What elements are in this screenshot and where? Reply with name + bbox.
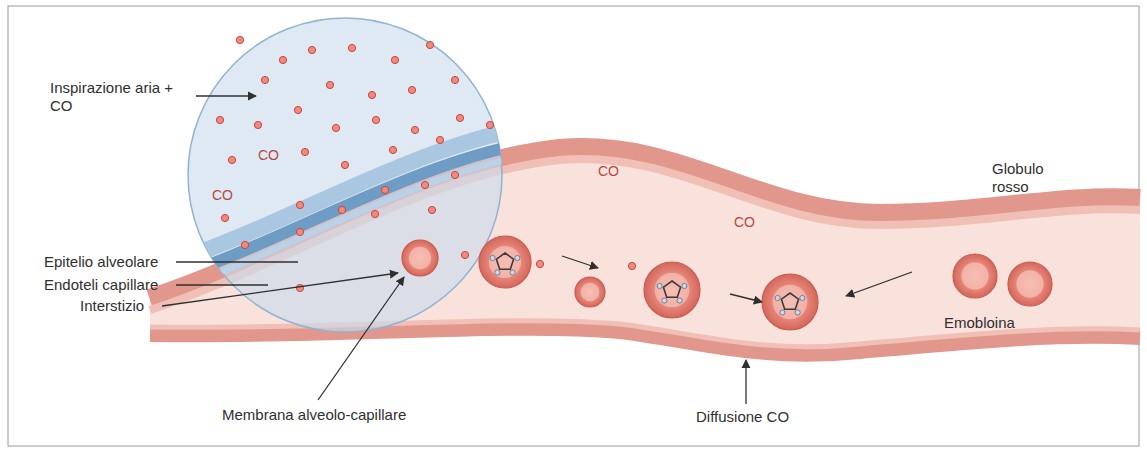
co-molecule (294, 106, 301, 113)
frame (8, 6, 1139, 446)
endothelium-label: Endoteli capillare (44, 276, 158, 294)
co-molecule (628, 262, 635, 269)
cell-center (409, 247, 431, 269)
co-molecule (326, 81, 333, 88)
cell-center (489, 246, 521, 278)
co-molecule (308, 46, 315, 53)
co-molecule (261, 76, 268, 83)
co-molecule (279, 56, 286, 63)
leader-arrow (318, 277, 404, 400)
heme-atom (780, 310, 785, 315)
diffusion-arrow (846, 272, 912, 296)
co-molecule (536, 260, 543, 267)
epithelium-label: Epitelio alveolare (44, 253, 158, 271)
membrane-label: Membrana alveolo-capillare (222, 406, 406, 424)
co-molecule (486, 121, 493, 128)
diffusion-label: Diffusione CO (696, 408, 789, 426)
co-molecule (368, 91, 375, 98)
inhalation-label: Inspirazione aria + CO (50, 79, 190, 115)
cell-center (961, 262, 988, 289)
co-molecule (236, 36, 243, 43)
heme-atom (800, 295, 805, 300)
co-molecule (456, 114, 463, 121)
co-molecule (426, 41, 433, 48)
co-molecule (332, 124, 339, 131)
co-label: CO (212, 186, 233, 204)
cell-center (1016, 270, 1043, 297)
red-blood-cell (575, 277, 605, 307)
cell-center (773, 285, 808, 320)
leader-arrow (745, 360, 746, 404)
diffusion-arrow (562, 256, 598, 268)
co-molecule (428, 206, 435, 213)
interstitium (150, 150, 560, 298)
co-molecule (341, 161, 348, 168)
leader-line (176, 284, 268, 285)
co-molecule (451, 76, 458, 83)
heme-ring (781, 293, 798, 309)
co-molecule (216, 116, 223, 123)
diffusion-arrow (730, 294, 762, 302)
cell-center (655, 273, 690, 308)
co-molecules (216, 36, 635, 291)
co-molecule (348, 44, 355, 51)
leader-lines (162, 96, 912, 404)
co-label: CO (258, 146, 279, 164)
red-blood-cell (1008, 262, 1052, 306)
leader-line (176, 261, 298, 262)
heme-atom (795, 310, 800, 315)
heme-atom (490, 255, 495, 260)
heme-atom (510, 270, 515, 275)
co-molecule (296, 201, 303, 208)
leader-arrow (162, 273, 398, 306)
red-blood-cell (644, 262, 700, 318)
co-molecule (372, 116, 379, 123)
interstitium-label: Interstizio (80, 297, 144, 315)
heme-atom (677, 298, 682, 303)
co-molecule (296, 284, 303, 291)
co-molecule (389, 146, 396, 153)
cell-center (581, 283, 600, 302)
co-molecule (241, 241, 248, 248)
co-molecule (408, 86, 415, 93)
co-molecule (411, 126, 418, 133)
co-molecule (221, 214, 228, 221)
co-molecule (254, 121, 261, 128)
co-molecule (371, 210, 378, 217)
heme-atom (657, 283, 662, 288)
heme-atom (775, 295, 780, 300)
co-molecule (451, 171, 458, 178)
red-blood-cell (762, 274, 818, 330)
heme-atom (682, 283, 687, 288)
co-molecule (436, 136, 443, 143)
co-molecule (381, 186, 388, 193)
alveolar-membrane (150, 122, 560, 298)
co-label: CO (598, 162, 619, 180)
heme-ring (496, 253, 513, 269)
co-molecule (296, 228, 303, 235)
leader-arrow (196, 95, 256, 96)
hemoglobin-label: Emobloina (944, 314, 1015, 332)
red-blood-cell (953, 254, 997, 298)
co-molecule (421, 181, 428, 188)
heme-ring (663, 281, 680, 297)
red-cell-label: Globulo rosso (992, 160, 1062, 196)
heme-atom (662, 298, 667, 303)
co-molecule (391, 56, 398, 63)
red-blood-cell (402, 240, 438, 276)
co-molecule (228, 156, 235, 163)
co-label: CO (734, 213, 755, 231)
co-molecule (301, 148, 308, 155)
red-blood-cell (479, 236, 531, 288)
co-molecule (338, 206, 345, 213)
heme-atom (515, 255, 520, 260)
co-molecule (461, 251, 468, 258)
heme-atom (495, 270, 500, 275)
